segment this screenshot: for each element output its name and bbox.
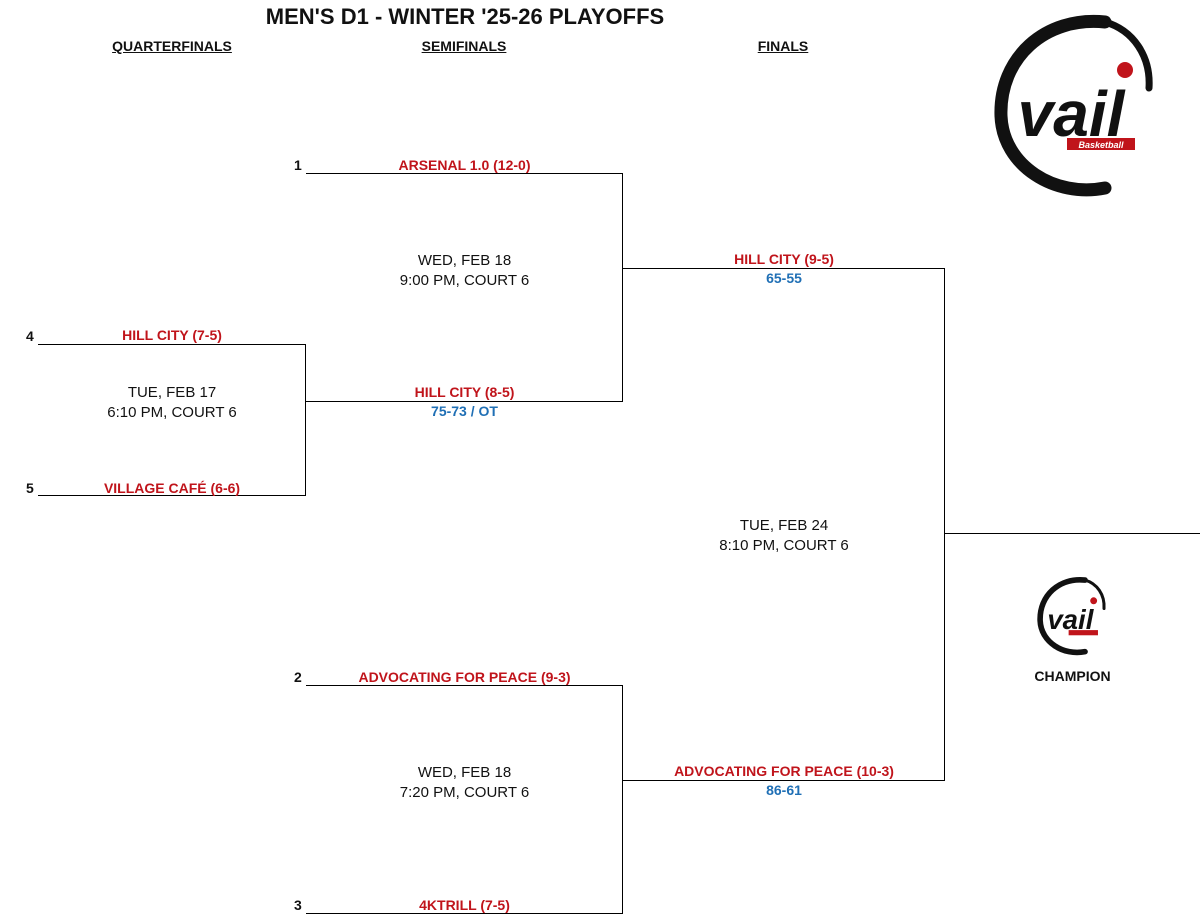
seed-3: 3 xyxy=(294,897,302,913)
round-header-finals: FINALS xyxy=(757,38,809,54)
page-title: MEN'S D1 - WINTER '25-26 PLAYOFFS xyxy=(265,4,665,29)
final-game-time: 8:10 PM, COURT 6 xyxy=(719,537,849,554)
line-sf2-top xyxy=(306,685,623,686)
score-qf: 75-73 / OT xyxy=(431,403,498,419)
team-arsenal: ARSENAL 1.0 (12-0) xyxy=(398,157,531,173)
final-game-day: TUE, FEB 24 xyxy=(739,517,829,534)
round-header-quarterfinals: QUARTERFINALS xyxy=(112,38,232,54)
team-4ktrill: 4KTRILL (7-5) xyxy=(419,897,510,913)
sf1-game-time: 9:00 PM, COURT 6 xyxy=(399,272,530,289)
round-header-semifinals: SEMIFINALS xyxy=(421,38,507,54)
line-final-bottom xyxy=(623,780,945,781)
champion-label: CHAMPION xyxy=(1034,668,1111,684)
team-advocating-sf: ADVOCATING FOR PEACE (9-3) xyxy=(358,669,571,685)
sf2-game-day: WED, FEB 18 xyxy=(417,764,512,781)
sf2-game-info: WED, FEB 18 7:20 PM, COURT 6 xyxy=(306,763,623,803)
team-hill-city-qf: HILL CITY (7-5) xyxy=(122,327,222,343)
team-advocating-final: ADVOCATING FOR PEACE (10-3) xyxy=(674,763,894,779)
sf1-game-info: WED, FEB 18 9:00 PM, COURT 6 xyxy=(306,251,623,291)
line-final-vertical xyxy=(944,268,945,781)
line-sf1-bottom xyxy=(306,401,623,402)
line-qf-top xyxy=(38,344,306,345)
logo-subtext: Basketball xyxy=(1078,140,1124,150)
line-sf1-top xyxy=(306,173,623,174)
team-hill-city-final: HILL CITY (9-5) xyxy=(734,251,834,267)
seed-5: 5 xyxy=(26,480,34,496)
line-champion xyxy=(944,533,1200,534)
score-sf1: 65-55 xyxy=(766,270,802,286)
line-final-top xyxy=(623,268,945,269)
seed-1: 1 xyxy=(294,157,302,173)
line-sf2-bottom xyxy=(306,913,623,914)
seed-4: 4 xyxy=(26,328,34,344)
vail-basketball-logo-small: vail xyxy=(1030,574,1112,656)
sf1-game-day: WED, FEB 18 xyxy=(417,252,512,269)
vail-logo-icon: vail Basketball xyxy=(994,14,1153,197)
sf2-game-time: 7:20 PM, COURT 6 xyxy=(399,784,530,801)
vail-basketball-logo-large: vail Basketball xyxy=(985,8,1160,198)
line-qf-vertical xyxy=(305,344,306,496)
team-village-cafe: VILLAGE CAFÉ (6-6) xyxy=(103,480,241,496)
logo-small-word: vail xyxy=(1047,604,1094,635)
team-hill-city-sf: HILL CITY (8-5) xyxy=(414,384,515,400)
vail-logo-small-icon: vail xyxy=(1037,577,1106,656)
line-sf2-vertical xyxy=(622,685,623,914)
line-sf1-vertical xyxy=(622,173,623,402)
score-sf2: 86-61 xyxy=(766,782,802,798)
qf-game-day: TUE, FEB 17 xyxy=(127,384,217,401)
qf-game-time: 6:10 PM, COURT 6 xyxy=(107,404,237,421)
final-game-info: TUE, FEB 24 8:10 PM, COURT 6 xyxy=(623,516,945,556)
line-qf-bottom xyxy=(38,495,306,496)
seed-2: 2 xyxy=(294,669,302,685)
qf-game-info: TUE, FEB 17 6:10 PM, COURT 6 xyxy=(38,383,306,423)
